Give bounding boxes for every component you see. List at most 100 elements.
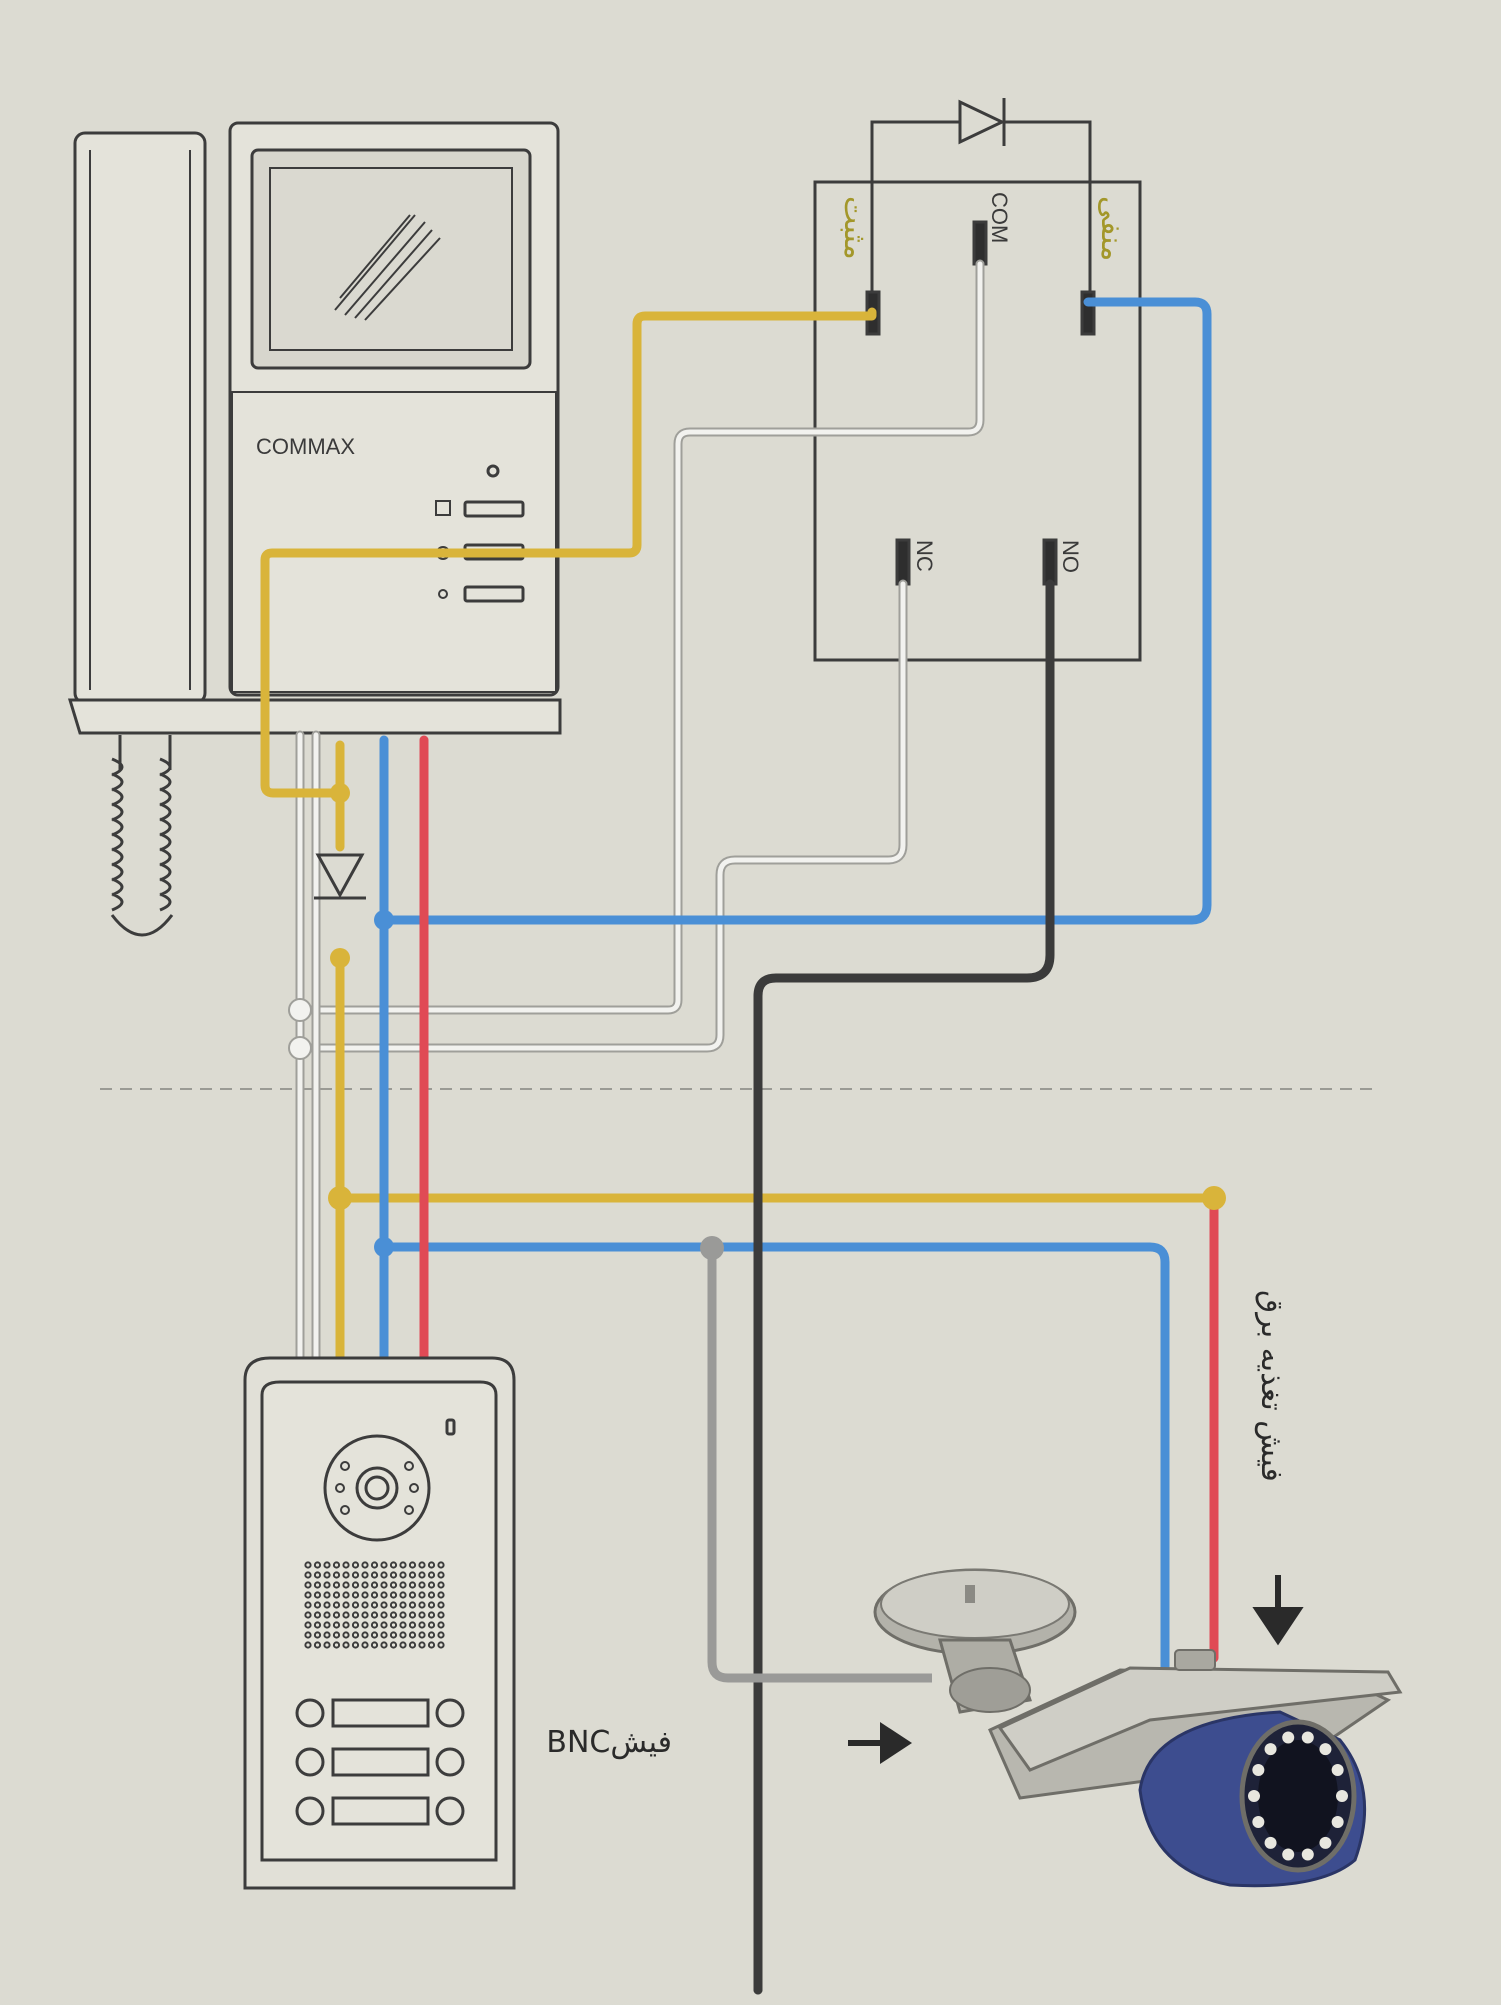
speaker-hole [399, 1561, 407, 1569]
speaker-hole [351, 1621, 360, 1629]
ir-led [1248, 1790, 1260, 1802]
speaker-hole [399, 1571, 407, 1579]
speaker-hole [361, 1581, 369, 1589]
speaker-hole [332, 1561, 341, 1569]
relay-diode-icon [958, 98, 1006, 146]
speaker-hole [408, 1621, 417, 1629]
speaker-hole [332, 1631, 341, 1639]
speaker-hole [427, 1611, 436, 1619]
speaker-hole [380, 1611, 388, 1619]
monitor-button-3[interactable] [463, 585, 525, 603]
junction-yellow-diode [330, 948, 350, 968]
wire-yellow-relay[interactable] [260, 307, 877, 798]
speaker-hole [313, 1631, 322, 1639]
speaker-hole [380, 1641, 388, 1649]
speaker-hole [313, 1591, 322, 1599]
speaker-hole [351, 1611, 360, 1619]
speaker-hole [408, 1631, 417, 1639]
handset-cord [110, 735, 174, 937]
monitor-button-1[interactable] [463, 500, 525, 518]
ir-led [1252, 1816, 1265, 1829]
terminal-nc [895, 538, 911, 586]
speaker-hole [342, 1571, 350, 1579]
call-button-2-right[interactable] [435, 1747, 465, 1777]
junction-yellow-end [1202, 1186, 1226, 1210]
speaker-hole [304, 1621, 312, 1629]
speaker-hole [323, 1641, 331, 1649]
speaker-hole [323, 1581, 331, 1589]
speaker-hole [437, 1571, 445, 1579]
call-button-3-right[interactable] [435, 1796, 465, 1826]
call-button-3-left[interactable] [295, 1796, 325, 1826]
speaker-hole [408, 1601, 417, 1609]
wire-black-no[interactable] [753, 579, 1055, 1995]
speaker-hole [408, 1571, 417, 1579]
speaker-hole [304, 1561, 312, 1569]
speaker-hole [399, 1611, 407, 1619]
speaker-hole [418, 1631, 426, 1639]
door-camera-lens [355, 1466, 399, 1510]
speaker-hole [304, 1581, 312, 1589]
speaker-hole [323, 1571, 331, 1579]
speaker-hole [399, 1621, 407, 1629]
speaker-hole [304, 1611, 312, 1619]
speaker-hole [370, 1591, 379, 1599]
speaker-hole [427, 1561, 436, 1569]
camera-sunshield [997, 1666, 1403, 1772]
speaker-hole [418, 1571, 426, 1579]
speaker-hole [408, 1591, 417, 1599]
speaker-hole [418, 1561, 426, 1569]
speaker-hole [399, 1601, 407, 1609]
speaker-hole [380, 1631, 388, 1639]
speaker-hole [351, 1601, 360, 1609]
speaker-hole [361, 1571, 369, 1579]
speaker-hole [304, 1571, 312, 1579]
monitor-button-icon-1 [435, 500, 451, 516]
speaker-hole [332, 1591, 341, 1599]
speaker-hole [427, 1631, 436, 1639]
junction-white-2 [288, 1036, 312, 1060]
speaker-hole [399, 1641, 407, 1649]
camera-cable-gland [1174, 1649, 1216, 1671]
ir-led [1336, 1790, 1348, 1802]
speaker-hole [313, 1621, 322, 1629]
ir-led [1264, 1743, 1277, 1756]
call-button-1-right[interactable] [435, 1698, 465, 1728]
wire-blue-relay[interactable] [379, 297, 1212, 925]
speaker-hole [323, 1611, 331, 1619]
bullet-camera [873, 1568, 1403, 1888]
speaker-hole [389, 1631, 398, 1639]
speaker-hole [370, 1641, 379, 1649]
wire-blue-camera[interactable] [379, 1242, 1170, 1673]
junction-gray [700, 1236, 724, 1260]
speaker-hole [342, 1561, 350, 1569]
speaker-hole [427, 1601, 436, 1609]
call-button-1-left[interactable] [295, 1698, 325, 1728]
speaker-hole [389, 1611, 398, 1619]
bnc-plug-arrow-icon [848, 1722, 912, 1764]
speaker-hole [332, 1621, 341, 1629]
speaker-hole [332, 1611, 341, 1619]
speaker-hole [380, 1591, 388, 1599]
speaker-hole [361, 1561, 369, 1569]
monitor-button-icon-3 [438, 589, 448, 599]
terminal-negative-label: منفی [1094, 196, 1129, 261]
junction-yellow-top [330, 783, 350, 803]
speaker-hole [361, 1601, 369, 1609]
ir-led [1252, 1763, 1265, 1776]
speaker-hole [437, 1591, 445, 1599]
speaker-hole [370, 1571, 379, 1579]
speaker-hole [437, 1601, 445, 1609]
speaker-hole [380, 1571, 388, 1579]
speaker-hole [408, 1641, 417, 1649]
call-button-2-left[interactable] [295, 1747, 325, 1777]
speaker-hole [437, 1561, 445, 1569]
junction-white-1 [288, 998, 312, 1022]
name-plate-1 [331, 1698, 430, 1728]
door-call-buttons [295, 1698, 465, 1826]
speaker-hole [418, 1611, 426, 1619]
ir-led [1264, 1836, 1277, 1849]
speaker-hole [418, 1601, 426, 1609]
wire-gray-bnc[interactable] [707, 1248, 932, 1683]
